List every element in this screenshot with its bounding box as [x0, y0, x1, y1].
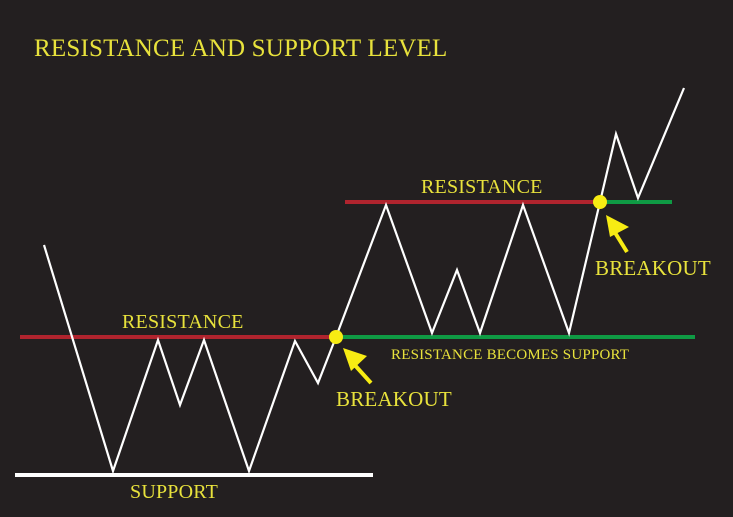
resistance-becomes-support-label: RESISTANCE BECOMES SUPPORT: [391, 347, 630, 363]
resistance-label-lower: RESISTANCE: [122, 311, 244, 333]
arrow-icon-lower: [343, 348, 373, 385]
resistance-label-upper: RESISTANCE: [421, 176, 543, 198]
breakout-dot-lower: [329, 330, 343, 344]
breakout-label-lower: BREAKOUT: [336, 387, 452, 411]
price-line: [42, 87, 686, 475]
breakout-label-upper: BREAKOUT: [595, 256, 711, 280]
breakout-dot-upper: [593, 195, 607, 209]
arrow-icon-upper: [606, 215, 629, 254]
support-label: SUPPORT: [130, 481, 219, 503]
diagram-title: RESISTANCE AND SUPPORT LEVEL: [34, 35, 448, 62]
